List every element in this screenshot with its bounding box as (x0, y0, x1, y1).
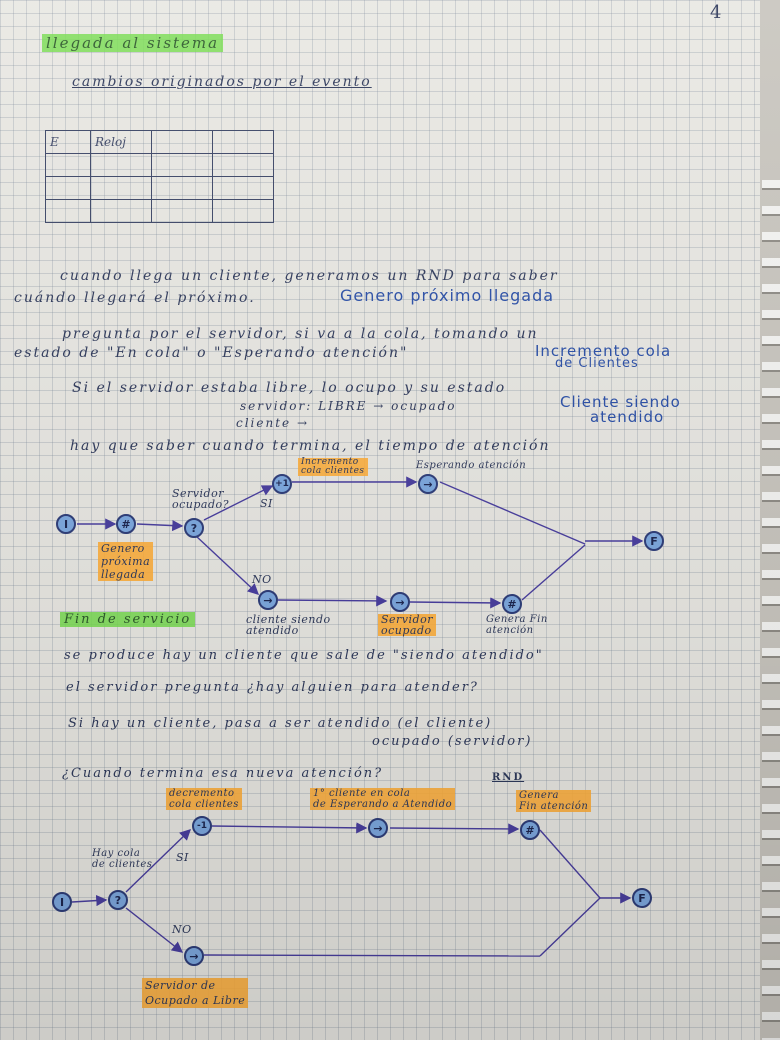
text-line: ocupado (servidor) (372, 734, 533, 749)
end-node: F (632, 888, 652, 908)
text-line: cliente → (236, 416, 310, 430)
text-line: ¿Cuando termina esa nueva atención? (62, 766, 384, 781)
decrement-node: -1 (192, 816, 212, 836)
text-line: atendido (590, 408, 665, 426)
transition-node: → (258, 590, 278, 610)
text-line: Si el servidor estaba libre, lo ocupo y … (72, 380, 507, 396)
page-number: 4 (710, 2, 722, 23)
generate-end-node: # (520, 820, 540, 840)
yes-label: SI (176, 851, 189, 864)
text-line: estado de "En cola" o "Esperando atenció… (14, 345, 409, 361)
subtitle: cambios originados por el evento (72, 74, 372, 90)
transition-node: → (184, 946, 204, 966)
text-line: se produce hay un cliente que sale de "s… (64, 648, 544, 663)
generate-node: # (116, 514, 136, 534)
generate-end-node: # (502, 594, 522, 614)
text-line: servidor: LIBRE → ocupado (240, 399, 457, 413)
text-line: cuando llega un cliente, generamos un RN… (60, 268, 559, 284)
no-label: NO (172, 923, 192, 936)
text-line: Genero próximo llegada (340, 286, 555, 305)
text-line: pregunta por el servidor, si va a la col… (62, 326, 539, 342)
transition-node: → (368, 818, 388, 838)
decision-node: ? (108, 890, 128, 910)
yes-label: SI (260, 497, 273, 510)
text-line: Incremento cola (535, 342, 672, 360)
start-node: I (56, 514, 76, 534)
section-title-arrival: llegada al sistema (42, 34, 224, 52)
section-title-end-service: Fin de servicio (60, 612, 196, 627)
text-line: cuándo llegará el próximo. (14, 290, 256, 306)
text-line: hay que saber cuando termina, el tiempo … (70, 438, 551, 454)
text-line: Si hay un cliente, pasa a ser atendido (… (68, 716, 493, 731)
transition-node: → (418, 474, 438, 494)
waiting-label: Esperando atención (416, 460, 527, 471)
no-label: NO (252, 573, 272, 586)
spiral-binding (762, 180, 780, 1040)
increment-node: +1 (272, 474, 292, 494)
text-line: Cliente siendo (560, 393, 681, 411)
decision-node: ? (184, 518, 204, 538)
end-node: F (644, 531, 664, 551)
text-line: de Clientes (555, 356, 639, 371)
start-node: I (52, 892, 72, 912)
text-line: el servidor pregunta ¿hay alguien para a… (66, 680, 479, 695)
rnd-label: RND (492, 772, 525, 783)
transition-node: → (390, 592, 410, 612)
